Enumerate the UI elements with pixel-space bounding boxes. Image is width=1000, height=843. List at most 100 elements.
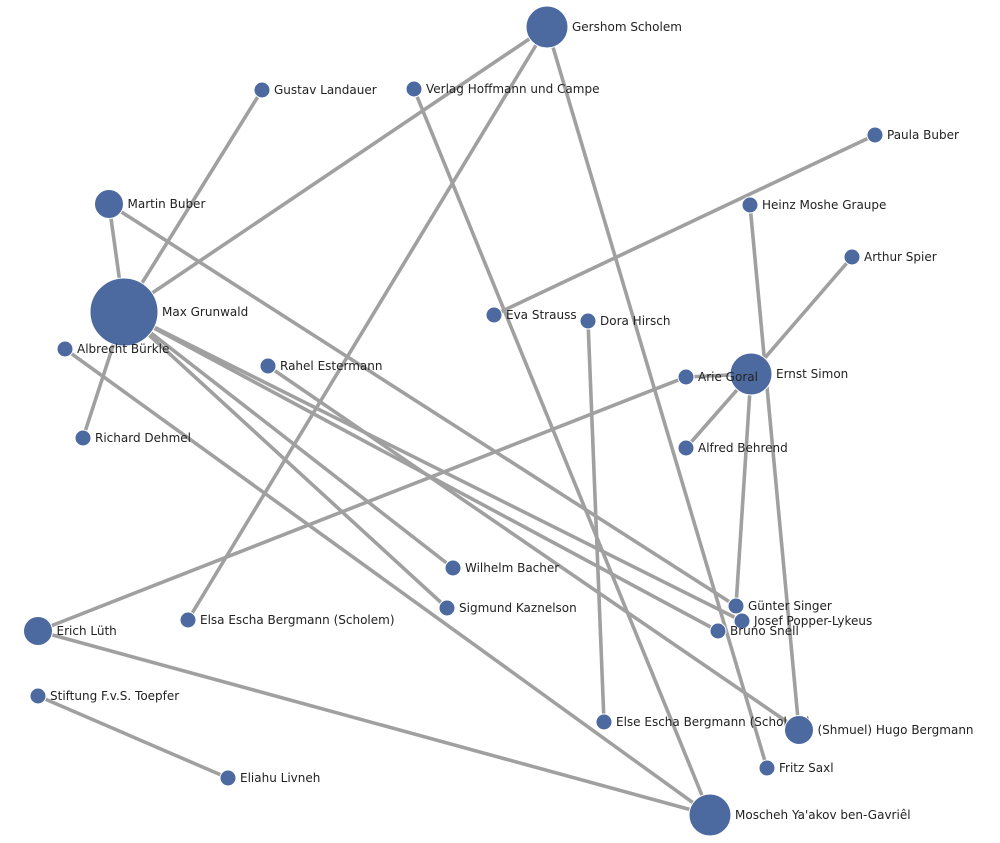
node-bacher[interactable]: Wilhelm Bacher <box>444 559 559 577</box>
node-circle[interactable] <box>579 312 597 330</box>
node-spier[interactable]: Arthur Spier <box>843 248 937 266</box>
node-circle[interactable] <box>843 248 861 266</box>
edge-grunwald-bacher <box>122 310 455 570</box>
edge-goral-erich <box>36 375 688 633</box>
node-erich[interactable]: Erich Lüth <box>23 616 117 646</box>
node-circle[interactable] <box>444 559 462 577</box>
node-grunwald[interactable]: Max Grunwald <box>89 277 248 347</box>
node-label: Eliahu Livneh <box>240 771 320 785</box>
node-toepfer[interactable]: Stiftung F.v.S. Toepfer <box>29 687 179 705</box>
node-martin[interactable]: Martin Buber <box>94 189 206 219</box>
node-circle[interactable] <box>733 612 751 630</box>
node-graupe[interactable]: Heinz Moshe Graupe <box>741 196 886 214</box>
node-label: Else Escha Bergmann (Scholem) <box>616 715 811 729</box>
node-elsa[interactable]: Elsa Escha Bergmann (Scholem) <box>179 611 395 629</box>
node-label: Günter Singer <box>748 599 832 613</box>
node-landauer[interactable]: Gustav Landauer <box>253 81 377 99</box>
node-label: Paula Buber <box>887 128 959 142</box>
node-eva[interactable]: Eva Strauss <box>485 306 577 324</box>
node-circle[interactable] <box>784 715 814 745</box>
node-circle[interactable] <box>219 769 237 787</box>
node-circle[interactable] <box>23 616 53 646</box>
node-circle[interactable] <box>253 81 271 99</box>
node-verlag[interactable]: Verlag Hoffmann und Campe <box>405 80 599 98</box>
node-circle[interactable] <box>179 611 197 629</box>
node-label: Albrecht Bürkle <box>77 342 169 356</box>
node-label: Gustav Landauer <box>274 83 377 97</box>
node-label: Alfred Behrend <box>698 441 788 455</box>
node-hugo[interactable]: (Shmuel) Hugo Bergmann <box>784 715 974 745</box>
node-livneh[interactable]: Eliahu Livneh <box>219 769 320 787</box>
node-label: Rahel Estermann <box>280 359 382 373</box>
node-label: Gershom Scholem <box>572 20 682 34</box>
edge-verlag-moscheh <box>412 87 712 817</box>
node-label: Bruno Snell <box>730 624 799 638</box>
node-label: Josef Popper-Lykeus <box>753 614 872 628</box>
node-label: Max Grunwald <box>162 305 248 319</box>
node-circle[interactable] <box>29 687 47 705</box>
node-saxl[interactable]: Fritz Saxl <box>758 759 834 777</box>
node-circle[interactable] <box>677 368 695 386</box>
node-circle[interactable] <box>677 439 695 457</box>
node-circle[interactable] <box>485 306 503 324</box>
node-popper[interactable]: Josef Popper-Lykeus <box>733 612 872 630</box>
node-rahel[interactable]: Rahel Estermann <box>259 357 382 375</box>
edge-grunwald-gershom <box>122 25 549 314</box>
node-label: Elsa Escha Bergmann (Scholem) <box>200 613 395 627</box>
node-circle[interactable] <box>729 352 773 396</box>
node-label: Moscheh Ya'akov ben-Gavriêl <box>735 808 911 822</box>
edge-buerkle-moscheh <box>63 347 712 817</box>
node-behrend[interactable]: Alfred Behrend <box>677 439 788 457</box>
graph-edges <box>36 25 877 817</box>
node-label: Verlag Hoffmann und Campe <box>426 82 599 96</box>
node-label: Heinz Moshe Graupe <box>762 198 886 212</box>
node-moscheh[interactable]: Moscheh Ya'akov ben-Gavriêl <box>688 793 911 837</box>
node-circle[interactable] <box>727 597 745 615</box>
node-circle[interactable] <box>94 189 124 219</box>
node-circle[interactable] <box>741 196 759 214</box>
node-circle[interactable] <box>758 759 776 777</box>
node-label: Wilhelm Bacher <box>465 561 559 575</box>
node-circle[interactable] <box>866 126 884 144</box>
edge-paula-eva <box>492 133 877 317</box>
node-label: Ernst Simon <box>776 367 848 381</box>
node-circle[interactable] <box>89 277 159 347</box>
node-buerkle[interactable]: Albrecht Bürkle <box>56 340 169 358</box>
edge-graupe-hugo <box>748 203 801 732</box>
node-circle[interactable] <box>595 713 613 731</box>
node-label: Eva Strauss <box>506 308 577 322</box>
node-kaznelson[interactable]: Sigmund Kaznelson <box>438 599 577 617</box>
node-circle[interactable] <box>438 599 456 617</box>
node-ernst[interactable]: Ernst Simon <box>729 352 848 396</box>
node-paula[interactable]: Paula Buber <box>866 126 959 144</box>
node-circle[interactable] <box>56 340 74 358</box>
edge-ernst-singer <box>734 372 753 608</box>
node-label: Sigmund Kaznelson <box>459 601 577 615</box>
node-gershom[interactable]: Gershom Scholem <box>525 5 682 49</box>
node-else[interactable]: Else Escha Bergmann (Scholem) <box>595 713 811 731</box>
node-label: Arthur Spier <box>864 250 937 264</box>
node-label: Dora Hirsch <box>600 314 670 328</box>
node-label: (Shmuel) Hugo Bergmann <box>818 723 974 737</box>
edge-rahel-hugo <box>266 364 801 732</box>
node-circle[interactable] <box>688 793 732 837</box>
node-circle[interactable] <box>709 622 727 640</box>
node-label: Fritz Saxl <box>779 761 834 775</box>
edge-erich-moscheh <box>36 629 712 817</box>
node-label: Arie Goral <box>698 370 758 384</box>
node-label: Stiftung F.v.S. Toepfer <box>50 689 179 703</box>
node-circle[interactable] <box>259 357 277 375</box>
node-circle[interactable] <box>74 429 92 447</box>
node-snell[interactable]: Bruno Snell <box>709 622 799 640</box>
node-dora[interactable]: Dora Hirsch <box>579 312 670 330</box>
node-dehmel[interactable]: Richard Dehmel <box>74 429 191 447</box>
node-circle[interactable] <box>405 80 423 98</box>
node-circle[interactable] <box>525 5 569 49</box>
edge-grunwald-landauer <box>122 88 264 314</box>
node-goral[interactable]: Arie Goral <box>677 368 758 386</box>
node-singer[interactable]: Günter Singer <box>727 597 832 615</box>
edge-spier-ernst <box>749 255 854 376</box>
edge-gershom-elsa <box>186 25 549 622</box>
